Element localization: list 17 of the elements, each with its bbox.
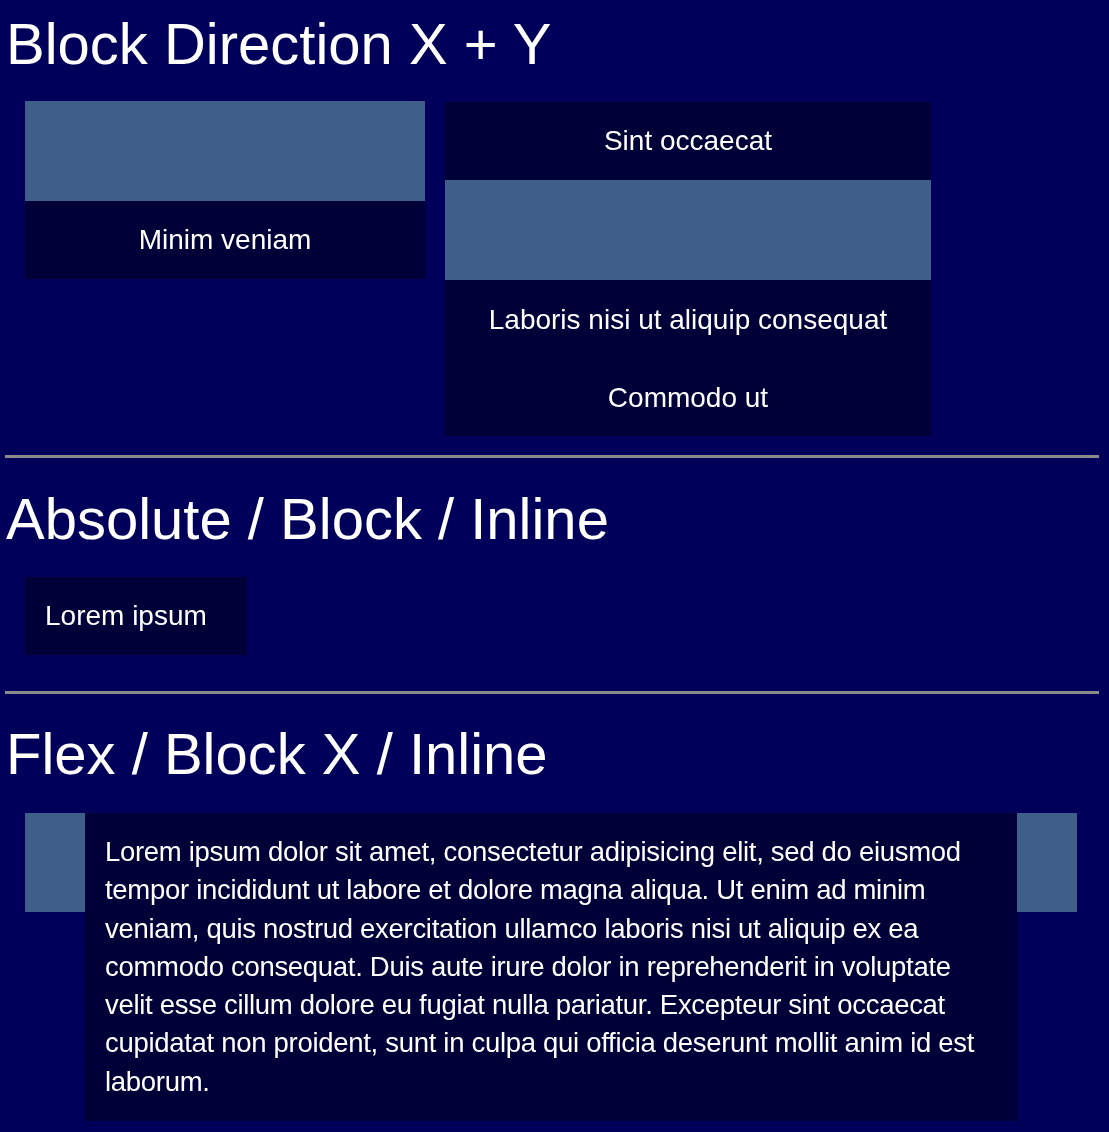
card [25, 577, 247, 655]
card [445, 102, 931, 436]
box-label: Sint occaecat [603, 125, 773, 157]
section-heading: Flex / Block X / Inline [6, 725, 548, 783]
box-label: Commodo ut [607, 382, 769, 414]
section-heading: Block Direction X + Y [6, 15, 552, 73]
card [25, 101, 425, 279]
section-heading: Absolute / Block / Inline [6, 490, 609, 548]
empty-block [25, 101, 425, 201]
paragraph: Lorem ipsum dolor sit amet, consectetur adipisicing elit, sed do eiusmod tempor incididunt ut labore et dolore magna aliqua. Ut enim ad minim veniam, quis nostrud exercitation ullamco laboris nisi ut aliquip ex ea commodo consequat. Duis aute irure dolor in reprehenderit in voluptate velit esse cillum dolore eu fugiat nulla pariatur. Excepteur sint occaecat cupidatat non proident, sunt in culpa qui officia deserunt mollit anim id est laborum. [104, 835, 976, 1099]
box-label: Laboris nisi ut aliquip consequat [488, 304, 888, 336]
empty-block [25, 813, 85, 912]
empty-block [445, 180, 931, 280]
box-label: Lorem ipsum [45, 600, 207, 632]
text-panel [85, 813, 1017, 1121]
empty-block [1017, 813, 1077, 912]
box-label: Minim veniam [138, 224, 312, 256]
